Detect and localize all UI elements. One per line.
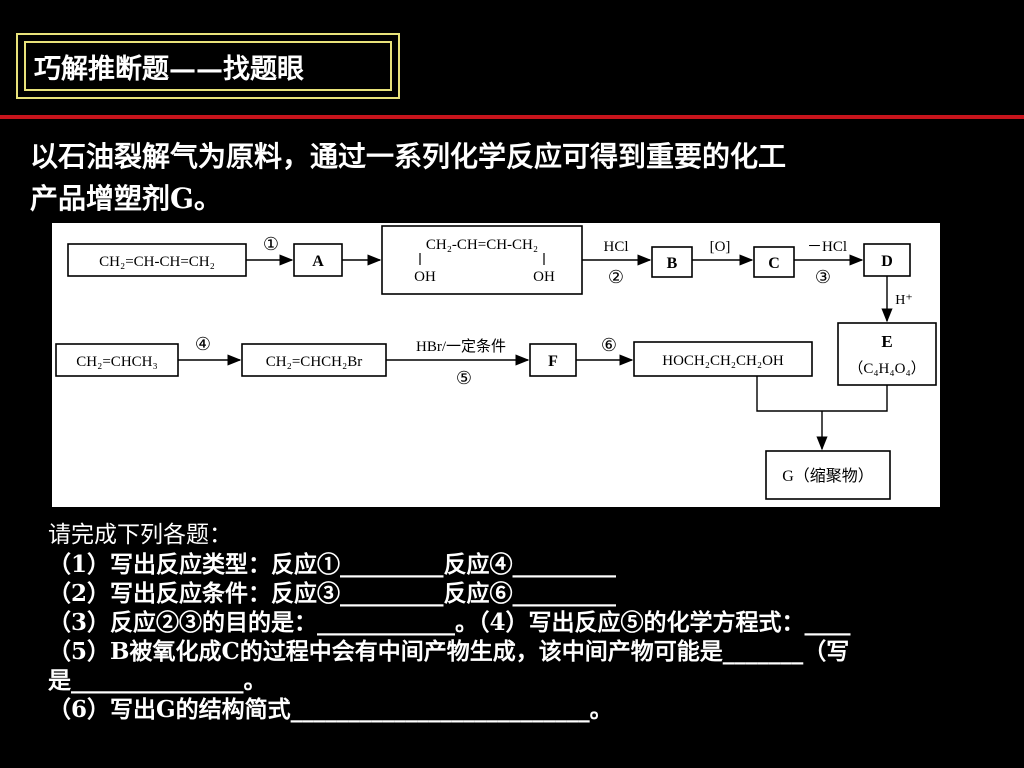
label-e: E (881, 332, 892, 351)
divider (0, 115, 1024, 119)
label-f: F (548, 353, 558, 370)
question-5-continued: 是_______________。 (48, 667, 267, 694)
step-6-label: ⑥ (601, 335, 617, 355)
label-e-formula: （C₄H₄O₄） (848, 360, 925, 377)
intro-line-1: 以石油裂解气为原料，通过一系列化学反应可得到重要的化工 (30, 140, 787, 173)
label-a: A (312, 253, 324, 270)
question-6: （6）写出G的结构简式__________________________。 (48, 696, 613, 723)
step-4-label: ④ (195, 334, 211, 354)
step-1-label: ① (263, 234, 279, 254)
label-oh-right: OH (533, 269, 555, 285)
label-allyl-bromide: CH₂=CHCH₂Br (266, 354, 362, 370)
label-butenediol: CH₂-CH=CH-CH₂ (426, 237, 538, 253)
label-butadiene: CH₂=CH-CH=CH₂ (99, 254, 215, 270)
intro-line-2: 产品增塑剂G。 (30, 182, 222, 215)
reagent-hcl: HCl (603, 239, 628, 255)
title-text: 巧解推断题——找题眼 (24, 41, 392, 91)
step-3-label: ③ (815, 267, 831, 287)
label-d: D (881, 253, 893, 270)
question-1: （1）写出反应类型：反应①_________反应④_________ (48, 551, 617, 578)
label-propanediol: HOCH₂CH₂CH₂OH (662, 353, 784, 369)
label-b: B (667, 255, 678, 272)
join-line (756, 376, 888, 412)
reagent-h-plus: H⁺ (895, 293, 913, 308)
reagent-hbr: HBr/一定条件 (416, 338, 506, 355)
label-oh-left: OH (414, 269, 436, 285)
step-2-label: ② (608, 267, 624, 287)
questions-heading: 请完成下列各题： (48, 522, 232, 548)
box-g (765, 450, 891, 500)
reagent-o: [O] (710, 239, 731, 255)
reaction-scheme: CH₂=CH-CH=CH₂ ① A CH₂-CH=CH-CH₂ OH OH HC… (55, 225, 937, 500)
step-5-label: ⑤ (456, 368, 472, 388)
box-propanediol (633, 341, 813, 377)
reagent-minus-hcl: －HCl (807, 239, 847, 255)
question-2: （2）写出反应条件：反应③_________反应⑥_________ (48, 580, 617, 607)
label-c: C (768, 255, 780, 272)
intro-paragraph: 以石油裂解气为原料，通过一系列化学反应可得到重要的化工 产品增塑剂G。 (30, 136, 990, 220)
label-g: G（缩聚物） (782, 467, 874, 485)
questions: 请完成下列各题： （1）写出反应类型：反应①_________反应④______… (48, 521, 1024, 724)
title-box: 巧解推断题——找题眼 (16, 33, 400, 99)
box-b (651, 246, 693, 278)
question-3-4: （3）反应②③的目的是：____________。（4）写出反应⑤的化学方程式：… (48, 609, 851, 636)
label-propene: CH₂=CHCH₃ (76, 354, 157, 370)
reaction-diagram: CH₂=CH-CH=CH₂ ① A CH₂-CH=CH-CH₂ OH OH HC… (52, 223, 940, 507)
box-c (753, 246, 795, 278)
question-5: （5）B被氧化成C的过程中会有中间产物生成，该中间产物可能是_______（写 (48, 638, 850, 665)
